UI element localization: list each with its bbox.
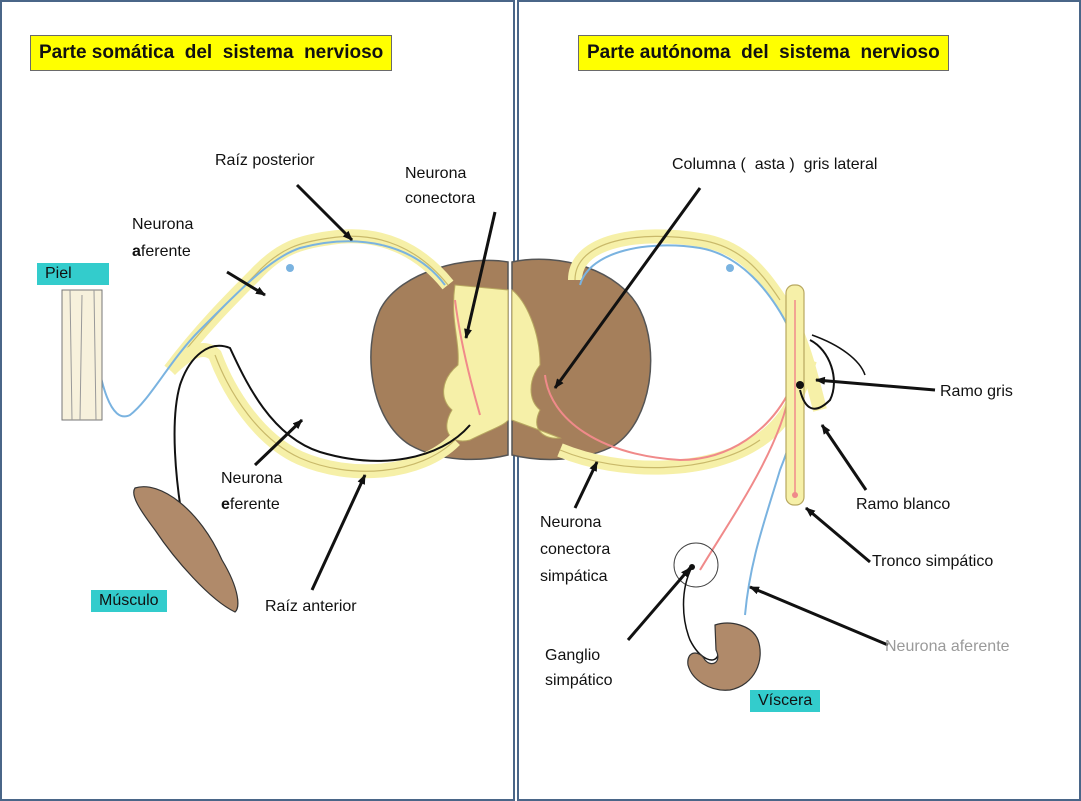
- skin-tissue: [62, 290, 102, 420]
- eferente-rest: ferente: [230, 496, 280, 513]
- label-conectora-simpatica-line1: Neurona: [540, 512, 601, 534]
- label-neurona-conectora-line1: Neurona: [405, 163, 466, 185]
- label-columna-gris-lateral: Columna ( asta ) gris lateral: [672, 154, 877, 176]
- sympathetic-ganglion: [674, 543, 718, 660]
- label-conectora-simpatica-line3: simpática: [540, 566, 608, 588]
- label-neurona-aferente-line2: aferente: [132, 241, 191, 263]
- aferente-rest: ferente: [141, 243, 191, 260]
- label-neurona-conectora-line2: conectora: [405, 188, 475, 210]
- label-neurona-eferente-line1: Neurona: [221, 468, 282, 490]
- viscera-organ: [688, 623, 760, 690]
- label-neurona-aferente-right: Neurona aferente: [885, 636, 1010, 658]
- label-ganglio-line2: simpático: [545, 670, 613, 692]
- eferente-bold-letter: e: [221, 496, 230, 513]
- label-box-piel: Piel: [37, 263, 109, 285]
- label-neurona-aferente-line1: Neurona: [132, 214, 193, 236]
- label-raiz-anterior: Raíz anterior: [265, 596, 357, 618]
- label-raiz-posterior: Raíz posterior: [215, 150, 315, 172]
- label-ganglio-line1: Ganglio: [545, 645, 600, 667]
- label-ramo-gris: Ramo gris: [940, 381, 1013, 403]
- label-box-viscera: Víscera: [750, 690, 820, 712]
- spinal-cord-left: [371, 260, 508, 459]
- label-ramo-blanco: Ramo blanco: [856, 494, 950, 516]
- right-panel-title: Parte autónoma del sistema nervioso: [578, 35, 949, 71]
- label-box-musculo: Músculo: [91, 590, 167, 612]
- label-conectora-simpatica-line2: conectora: [540, 539, 610, 561]
- left-panel-title: Parte somática del sistema nervioso: [30, 35, 392, 71]
- label-neurona-eferente-line2: eferente: [221, 494, 280, 516]
- label-tronco-simpatico: Tronco simpático: [872, 551, 993, 573]
- aferente-bold-letter: a: [132, 243, 141, 260]
